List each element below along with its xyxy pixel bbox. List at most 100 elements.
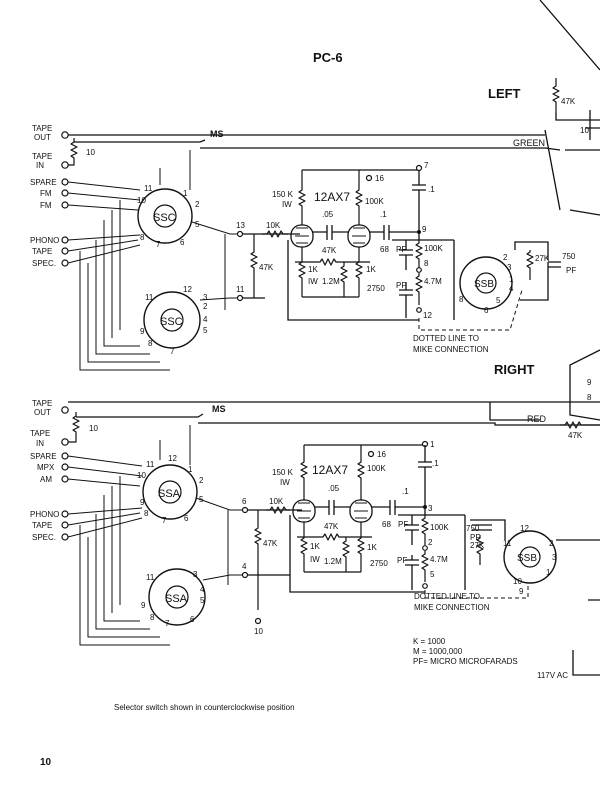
svg-text:11: 11 <box>503 539 512 548</box>
svg-text:11: 11 <box>144 184 153 193</box>
left-resistor-47k-top <box>552 78 560 112</box>
left-resistor-cathode3 <box>355 247 363 297</box>
svg-text:11: 11 <box>236 285 245 294</box>
svg-text:47K: 47K <box>263 539 278 548</box>
svg-text:IW: IW <box>310 555 320 564</box>
svg-text:.05: .05 <box>328 484 340 493</box>
svg-text:2: 2 <box>195 200 200 209</box>
right-resistor-cathode3 <box>357 522 365 572</box>
svg-text:4.7M: 4.7M <box>424 277 442 286</box>
svg-text:5: 5 <box>195 220 200 229</box>
left-resistor-cathode1 <box>298 247 306 297</box>
value-legend: K = 1000 M = 1000,000 PF= MICRO MICROFAR… <box>413 637 518 666</box>
svg-text:7: 7 <box>162 516 167 525</box>
left-tape-in-resistor <box>68 138 78 166</box>
right-ssb-label: SSB <box>517 553 537 564</box>
svg-text:MS: MS <box>212 404 226 414</box>
svg-text:10: 10 <box>254 627 263 636</box>
svg-text:5: 5 <box>200 596 205 605</box>
svg-text:2: 2 <box>428 538 433 547</box>
svg-text:16: 16 <box>375 174 384 183</box>
left-input-fm-2: FM <box>40 201 52 210</box>
svg-text:2: 2 <box>203 302 208 311</box>
svg-text:6: 6 <box>190 615 195 624</box>
right-tape-in-jack <box>61 438 69 446</box>
svg-text:10K: 10K <box>266 221 281 230</box>
model-title: PC-6 <box>313 50 343 65</box>
svg-text:2: 2 <box>199 476 204 485</box>
svg-text:1K: 1K <box>310 542 320 551</box>
svg-text:5: 5 <box>430 570 435 579</box>
page-number: 10 <box>40 757 52 768</box>
svg-text:9: 9 <box>422 225 427 234</box>
left-r-top-right-label: 47K <box>561 97 576 106</box>
left-resistor-grid <box>262 230 300 238</box>
svg-text:AM: AM <box>40 475 52 484</box>
svg-text:3: 3 <box>552 553 557 562</box>
left-ssb-label: SSB <box>474 279 494 290</box>
left-tape-in-label-1: TAPE <box>32 152 52 161</box>
svg-text:6: 6 <box>484 306 489 315</box>
left-ms-label: MS <box>210 129 224 139</box>
left-resistor-plate2 <box>355 170 363 225</box>
svg-text:3: 3 <box>507 263 512 272</box>
svg-text:7: 7 <box>156 240 161 249</box>
right-resistor-out <box>421 515 429 545</box>
svg-text:MIKE CONNECTION: MIKE CONNECTION <box>413 345 489 354</box>
svg-text:IW: IW <box>308 277 318 286</box>
svg-text:3: 3 <box>203 293 208 302</box>
svg-text:4: 4 <box>242 562 247 571</box>
left-resistor-ssb <box>526 250 534 280</box>
svg-text:11: 11 <box>145 293 154 302</box>
svg-text:150 K: 150 K <box>272 190 294 199</box>
right-resistor-out2 <box>421 551 429 582</box>
svg-text:1.2M: 1.2M <box>324 557 342 566</box>
svg-text:10: 10 <box>137 196 146 205</box>
svg-text:4.7M: 4.7M <box>430 555 448 564</box>
svg-text:2750: 2750 <box>367 284 385 293</box>
svg-text:47K: 47K <box>324 522 339 531</box>
svg-text:SPARE: SPARE <box>30 452 57 461</box>
svg-text:10: 10 <box>513 577 522 586</box>
svg-text:1K: 1K <box>366 265 376 274</box>
left-ssb-switch: SSB 3 2 4 1 8 5 6 <box>459 253 514 315</box>
svg-text:9: 9 <box>141 601 146 610</box>
right-resistor-cathode1 <box>300 522 308 572</box>
footnote: Selector switch shown in counterclockwis… <box>114 703 295 712</box>
svg-text:IW: IW <box>282 200 292 209</box>
svg-text:PF: PF <box>470 533 480 542</box>
svg-text:5: 5 <box>496 296 501 305</box>
svg-text:TAPE: TAPE <box>30 429 50 438</box>
left-ssc-upper-switch: SSC 11 10 1 2 5 6 7 8 <box>137 184 200 249</box>
svg-text:7: 7 <box>424 161 429 170</box>
svg-text:2750: 2750 <box>370 559 388 568</box>
svg-text:100K: 100K <box>367 464 386 473</box>
svg-text:4: 4 <box>509 284 514 293</box>
svg-text:TAPE: TAPE <box>32 399 52 408</box>
svg-text:6: 6 <box>184 514 189 523</box>
left-input-fm-1: FM <box>40 189 52 198</box>
svg-text:1.2M: 1.2M <box>322 277 340 286</box>
svg-text:OUT: OUT <box>34 408 51 417</box>
right-resistor-ssb <box>476 535 484 565</box>
svg-text:9: 9 <box>140 498 145 507</box>
svg-text:PF: PF <box>396 245 406 254</box>
left-wire-label: GREEN <box>513 138 545 148</box>
left-tape-out-jack <box>61 131 69 139</box>
svg-text:150 K: 150 K <box>272 468 294 477</box>
svg-text:2: 2 <box>503 253 508 262</box>
left-title: LEFT <box>488 86 521 101</box>
svg-text:11: 11 <box>146 573 155 582</box>
left-tape-in-r-label: 10 <box>86 148 95 157</box>
left-input-spec: SPEC. <box>32 259 56 268</box>
svg-text:6: 6 <box>180 238 185 247</box>
svg-text:8: 8 <box>150 613 155 622</box>
svg-text:RED: RED <box>527 414 547 424</box>
left-ssc-lower-switch: SSC 12 11 3 2 9 4 5 8 7 <box>140 285 208 356</box>
svg-text:100K: 100K <box>365 197 384 206</box>
svg-text:DOTTED LINE TO: DOTTED LINE TO <box>414 592 480 601</box>
svg-text:PHONO: PHONO <box>30 510 59 519</box>
svg-text:750: 750 <box>466 524 480 533</box>
right-ssb-switch: SSB 12 2 1 11 3 10 9 <box>503 524 557 596</box>
